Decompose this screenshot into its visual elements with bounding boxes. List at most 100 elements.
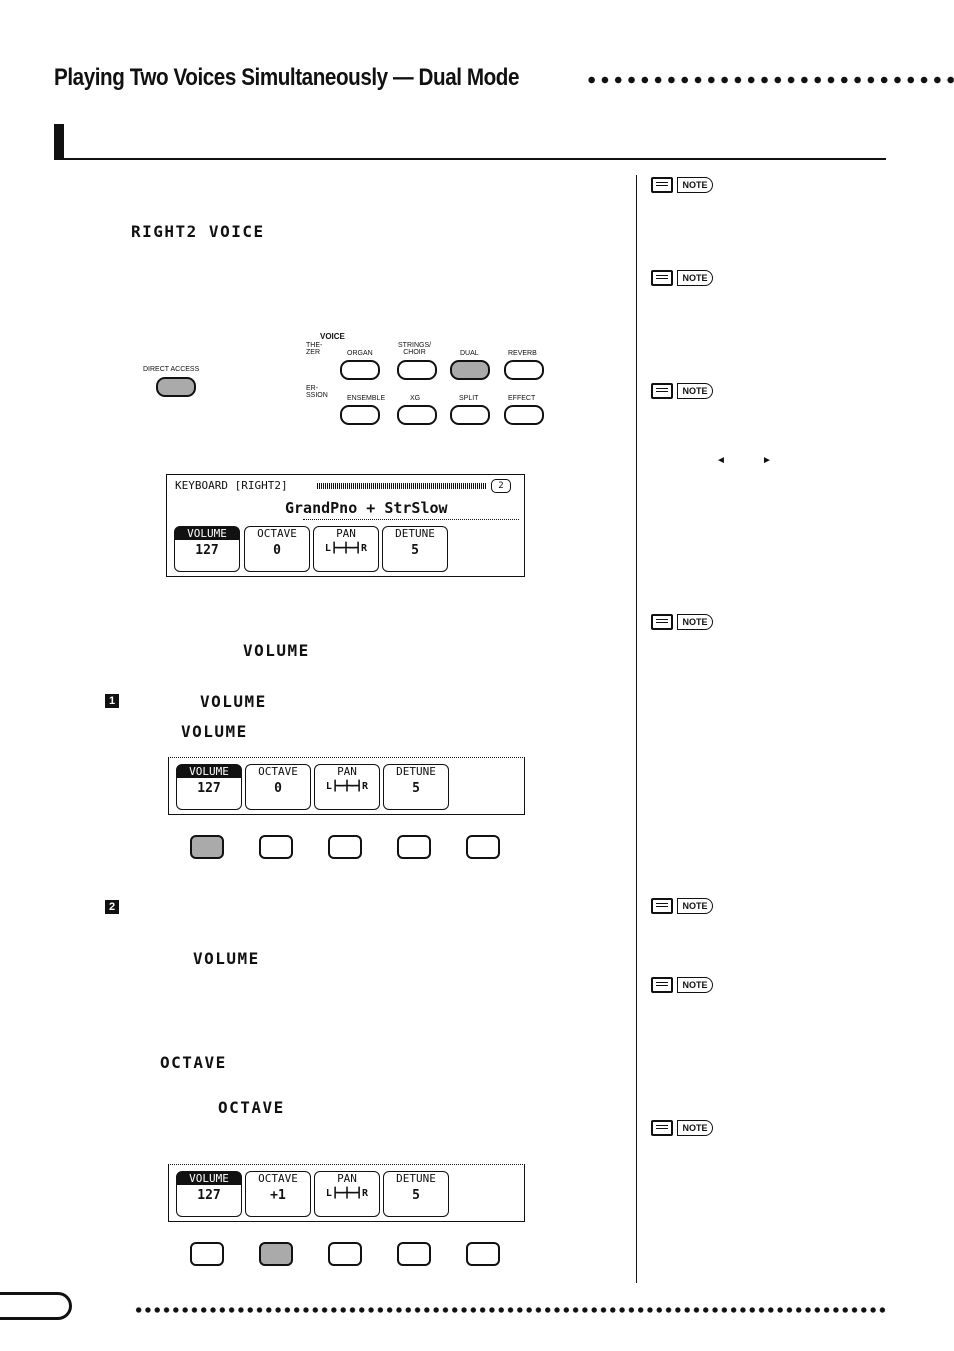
section-rule	[54, 158, 886, 160]
note-label: NOTE	[677, 1120, 713, 1136]
tab-button-3[interactable]	[328, 1242, 362, 1266]
note-icon	[651, 614, 673, 630]
tab-button-1[interactable]	[190, 1242, 224, 1266]
tab-button-1[interactable]	[190, 835, 224, 859]
section-marker-bar	[54, 124, 64, 160]
tab-octave-label: OCTAVE	[257, 527, 297, 540]
tab-volume-value: 127	[195, 543, 219, 558]
panel-label-split: SPLIT	[459, 395, 479, 402]
note-badge-3: NOTE	[651, 383, 715, 401]
panel-illustration: DIRECT ACCESS VOICE THE- ZER ORGAN STRIN…	[110, 330, 550, 430]
direct-access-label: DIRECT ACCESS	[143, 366, 200, 373]
octave-label-2: OCTAVE	[218, 1098, 285, 1117]
strings-choir-button[interactable]	[397, 360, 437, 380]
tab-button-3[interactable]	[328, 835, 362, 859]
note-badge-2: NOTE	[651, 270, 715, 288]
reverb-button[interactable]	[504, 360, 544, 380]
organ-button[interactable]	[340, 360, 380, 380]
effect-button[interactable]	[504, 405, 544, 425]
ensemble-button[interactable]	[340, 405, 380, 425]
lcd-main: KEYBOARD [RIGHT2] 2 GrandPno + StrSlow V…	[166, 474, 525, 577]
tab-button-5[interactable]	[466, 835, 500, 859]
tab-octave[interactable]: OCTAVE 0	[245, 764, 311, 810]
panel-label-strings: STRINGS/ CHOIR	[398, 342, 432, 356]
xg-button[interactable]	[397, 405, 437, 425]
panel-label-xg: XG	[410, 395, 421, 402]
lcd-octave: VOLUME 127 OCTAVE +1 PAN L┣━╋━┫R DETUNE …	[168, 1164, 525, 1222]
tab-octave-value: 0	[273, 543, 281, 558]
volume-label-4: VOLUME	[193, 949, 260, 968]
tab-pan-value: L┣━╋━┫R	[325, 1188, 369, 1199]
note-icon	[651, 270, 673, 286]
panel-label-effect: EFFECT	[508, 395, 536, 402]
tab-volume-value: 127	[197, 781, 221, 796]
header-dot-leader	[585, 76, 954, 84]
split-button[interactable]	[450, 405, 490, 425]
tab-button-4[interactable]	[397, 835, 431, 859]
tab-button-2[interactable]	[259, 835, 293, 859]
tab-volume-label: VOLUME	[177, 1172, 241, 1185]
panel-label-synth: THE- ZER	[306, 342, 323, 356]
note-label: NOTE	[677, 177, 713, 193]
note-icon	[651, 977, 673, 993]
tab-pan-value: L┣━╋━┫R	[324, 543, 368, 554]
tab-pan[interactable]: PAN L┣━╋━┫R	[314, 764, 380, 810]
tab-button-4[interactable]	[397, 1242, 431, 1266]
tab-volume[interactable]: VOLUME 127	[176, 1171, 242, 1217]
lcd-volume: VOLUME 127 OCTAVE 0 PAN L┣━╋━┫R DETUNE 5	[168, 757, 525, 815]
right2-voice-label: RIGHT2 VOICE	[131, 222, 265, 241]
footer-dot-leader	[134, 1307, 886, 1313]
dual-button[interactable]	[450, 360, 490, 380]
tab-detune-value: 5	[412, 781, 420, 796]
note-label: NOTE	[677, 977, 713, 993]
note-label: NOTE	[677, 383, 713, 399]
panel-label-organ: ORGAN	[347, 350, 373, 357]
tab-detune-label: DETUNE	[396, 765, 436, 778]
tab-pan-label: PAN	[336, 527, 356, 540]
tab-volume[interactable]: VOLUME 127	[176, 764, 242, 810]
octave-label-1: OCTAVE	[160, 1053, 227, 1072]
tab-volume-label: VOLUME	[175, 527, 239, 540]
tab-octave-value: +1	[270, 1188, 286, 1203]
tab-octave-value: 0	[274, 781, 282, 796]
volume-label-1: VOLUME	[243, 641, 310, 660]
tab-volume[interactable]: VOLUME 127	[174, 526, 240, 572]
tab-octave[interactable]: OCTAVE +1	[245, 1171, 311, 1217]
note-icon	[651, 383, 673, 399]
page-title: Playing Two Voices Simultaneously — Dual…	[54, 64, 520, 91]
note-badge-7: NOTE	[651, 1120, 715, 1138]
note-badge-1: NOTE	[651, 177, 715, 195]
note-label: NOTE	[677, 270, 713, 286]
tab-octave[interactable]: OCTAVE 0	[244, 526, 310, 572]
voice-line: GrandPno + StrSlow	[285, 499, 448, 517]
note-badge-5: NOTE	[651, 898, 715, 916]
note-icon	[651, 177, 673, 193]
lcd-header: KEYBOARD [RIGHT2]	[175, 479, 288, 492]
tab-button-5[interactable]	[466, 1242, 500, 1266]
tab-pan[interactable]: PAN L┣━╋━┫R	[314, 1171, 380, 1217]
note-badge-6: NOTE	[651, 977, 715, 995]
note-icon	[651, 898, 673, 914]
tab-detune-label: DETUNE	[395, 527, 435, 540]
tab-detune[interactable]: DETUNE 5	[383, 1171, 449, 1217]
right-arrow-icon: ►	[762, 455, 772, 466]
tab-detune[interactable]: DETUNE 5	[382, 526, 448, 572]
note-icon	[651, 1120, 673, 1136]
note-label: NOTE	[677, 898, 713, 914]
note-label: NOTE	[677, 614, 713, 630]
sidebar-divider	[636, 175, 637, 1283]
tab-detune-label: DETUNE	[396, 1172, 436, 1185]
tab-detune-value: 5	[412, 1188, 420, 1203]
tab-octave-label: OCTAVE	[258, 1172, 298, 1185]
tab-button-2[interactable]	[259, 1242, 293, 1266]
tab-pan-label: PAN	[337, 765, 357, 778]
tab-detune[interactable]: DETUNE 5	[383, 764, 449, 810]
left-arrow-icon: ◄	[716, 455, 726, 466]
lcd-header-pattern	[317, 483, 487, 489]
direct-access-button[interactable]	[156, 377, 196, 397]
note-badge-4: NOTE	[651, 614, 715, 632]
tab-pan-value: L┣━╋━┫R	[325, 781, 369, 792]
tab-pan[interactable]: PAN L┣━╋━┫R	[313, 526, 379, 572]
voice-group-label: VOICE	[320, 332, 345, 341]
panel-label-ensemble: ENSEMBLE	[347, 395, 386, 402]
